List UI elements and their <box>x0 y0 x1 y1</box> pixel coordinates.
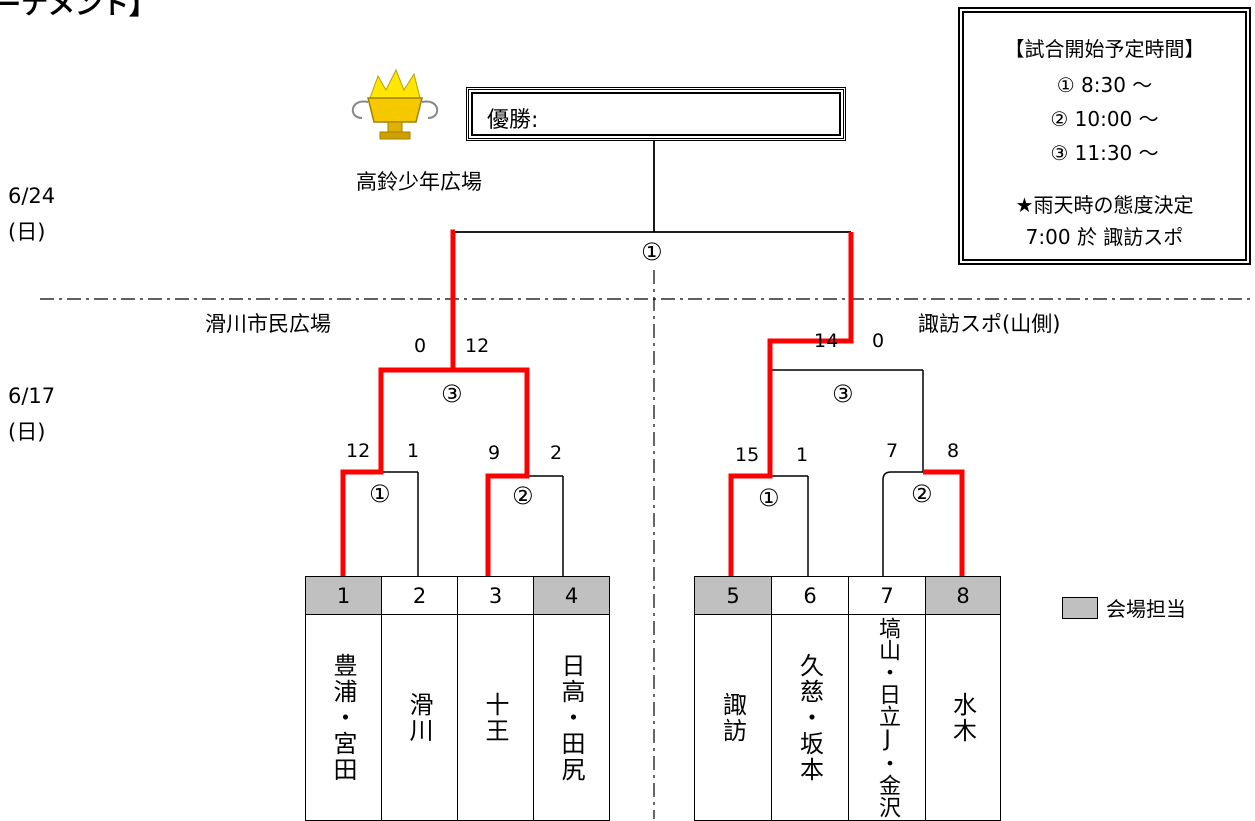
team-name-8: 水木 <box>948 691 977 744</box>
score-left-q2-b: 2 <box>550 442 563 464</box>
match-right-semi: ③ <box>832 380 854 408</box>
team-name-6: 久慈・坂本 <box>772 615 849 820</box>
schedule-box: 【試合開始予定時間】 ① 8:30 〜 ② 10:00 〜 ③ 11:30 〜 … <box>958 7 1251 265</box>
semis-day: (日) <box>8 420 46 444</box>
team-table-left: 1 2 3 4 豊浦・宮田 滑川 十王 日高・田尻 <box>305 576 610 821</box>
team-num-1: 1 <box>306 577 382 615</box>
schedule-time-3: ③ 11:30 〜 <box>1050 141 1159 165</box>
match-right-q2: ② <box>911 480 933 508</box>
team-table-right: 5 6 7 8 諏訪 久慈・坂本 塙山・日立J・金沢 水木 <box>694 576 1001 821</box>
score-right-semi-b: 0 <box>872 330 885 352</box>
legend-swatch <box>1062 597 1098 619</box>
winner-path-right <box>728 232 854 576</box>
score-right-q2-a: 7 <box>886 440 899 462</box>
team-num-2: 2 <box>382 577 458 615</box>
team-name-1: 豊浦・宮田 <box>306 615 382 820</box>
team-name-7: 塙山・日立J・金沢 <box>849 615 926 820</box>
match-left-q2: ② <box>512 482 534 510</box>
match-left-semi: ③ <box>441 380 463 408</box>
score-left-q1-a: 12 <box>346 440 371 462</box>
page-title: ーナメント】 <box>0 0 156 21</box>
team-num-4: 4 <box>534 577 609 615</box>
team-num-8: 8 <box>926 577 1000 615</box>
venue-final: 高鈴少年広場 <box>356 170 482 194</box>
schedule-heading: 【試合開始予定時間】 <box>1004 37 1205 61</box>
schedule-time-2: ② 10:00 〜 <box>1050 107 1159 131</box>
trophy-icon <box>352 68 438 140</box>
winner-path-left-2 <box>457 367 530 576</box>
score-left-semi-a: 0 <box>414 335 427 357</box>
match-final: ① <box>641 238 663 266</box>
team-name-4: 日高・田尻 <box>557 652 585 783</box>
score-left-q2-a: 9 <box>488 442 501 464</box>
score-right-semi-a: 14 <box>814 330 839 352</box>
final-date: 6/24 <box>8 184 56 208</box>
team-name-5: 諏訪 <box>695 615 772 820</box>
final-day: (日) <box>8 220 46 244</box>
team-name-2: 滑川 <box>382 615 458 820</box>
team-num-3: 3 <box>458 577 534 615</box>
winner-box: 優勝: <box>466 87 846 141</box>
venue-right: 諏訪スポ(山側) <box>918 312 1061 336</box>
team-name-3: 十王 <box>458 615 534 820</box>
winner-path-right-2 <box>923 469 965 576</box>
legend-label: 会場担当 <box>1106 597 1186 621</box>
schedule-time-1: ① 8:30 〜 <box>1056 73 1153 97</box>
rain-detail: 7:00 於 諏訪スポ <box>1025 225 1184 249</box>
winner-label: 優勝: <box>487 108 539 133</box>
score-left-semi-b: 12 <box>465 335 490 357</box>
semis-date: 6/17 <box>8 384 56 408</box>
rain-title: ★雨天時の態度決定 <box>1015 193 1194 217</box>
score-right-q1-a: 15 <box>735 444 760 466</box>
match-right-q1: ① <box>758 484 780 512</box>
team-num-7: 7 <box>849 577 926 615</box>
winner-path-left <box>340 229 456 576</box>
score-right-q2-b: 8 <box>947 440 960 462</box>
team-num-5: 5 <box>695 577 772 615</box>
venue-left: 滑川市民広場 <box>205 312 331 336</box>
match-left-q1: ① <box>369 480 391 508</box>
score-left-q1-b: 1 <box>407 440 420 462</box>
team-num-6: 6 <box>772 577 849 615</box>
score-right-q1-b: 1 <box>796 444 809 466</box>
